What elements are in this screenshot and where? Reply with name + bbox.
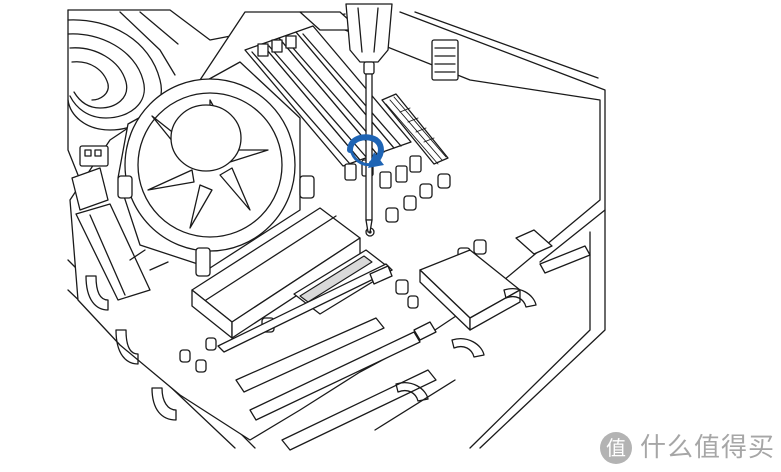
screwdriver-icon	[345, 3, 393, 233]
psu-fan-grille	[67, 11, 179, 131]
watermark-logo-icon: 值	[599, 432, 632, 464]
cpu-cooler	[117, 61, 315, 277]
watermark-text: 什么值得买	[639, 433, 775, 463]
rear-io-ports	[71, 145, 151, 301]
case-cable-slots	[85, 229, 591, 421]
watermark-logo-glyph: 值	[606, 436, 626, 460]
top-connectors	[299, 11, 459, 81]
dimm-slots	[244, 25, 422, 189]
watermark: 值 什么值得买	[598, 428, 775, 468]
atx-power-connector	[381, 93, 449, 165]
pcie-slots	[217, 263, 437, 451]
rotate-clockwise-icon	[347, 134, 384, 168]
